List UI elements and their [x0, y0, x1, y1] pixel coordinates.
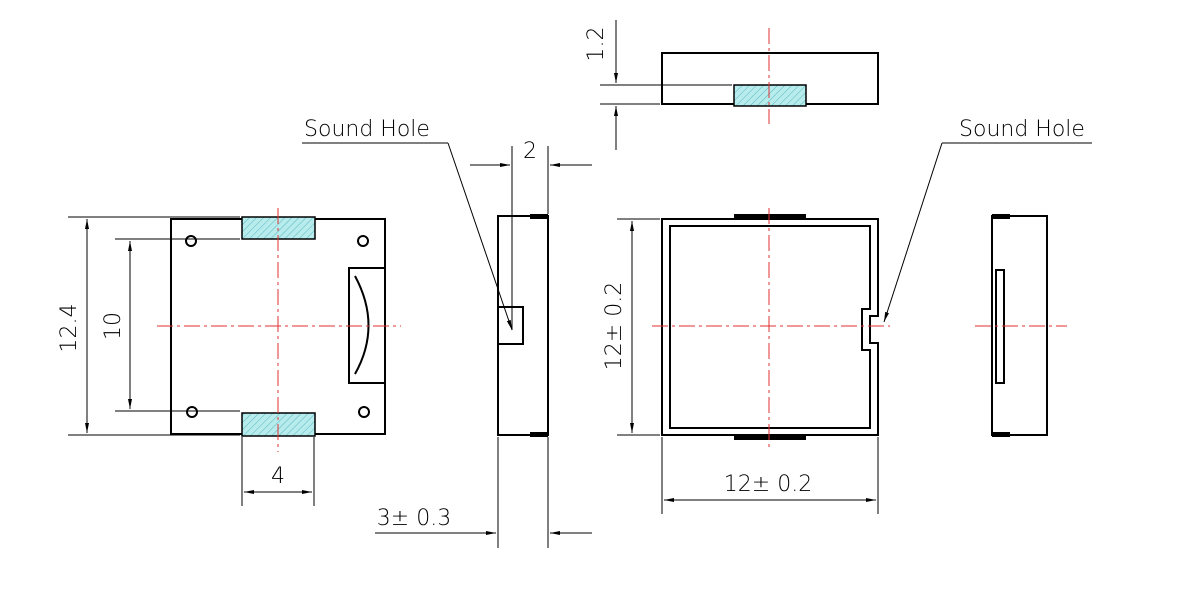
sound-hole-label-left: Sound Hole — [304, 117, 430, 142]
front-view-tab-top — [734, 214, 806, 219]
dim-3: 3± 0.3 — [377, 506, 451, 531]
dim-4: 4 — [271, 464, 285, 489]
dim-10: 10 — [101, 312, 126, 340]
side-slot-arc — [354, 275, 370, 375]
sound-hole-label-right: Sound Hole — [959, 117, 1085, 142]
front-view-outer — [661, 218, 879, 436]
right-side-view-tab-bottom — [992, 432, 1010, 437]
side-view-sound-hole — [497, 306, 524, 345]
dim-2: 2 — [523, 139, 537, 164]
side-view-tab-top — [530, 214, 548, 219]
right-side-view-body — [991, 215, 1048, 436]
side-view-tab-bottom — [530, 432, 548, 437]
mount-hole-top-right — [357, 235, 369, 247]
right-side-view — [975, 214, 1067, 437]
dim-12-horizontal: 12± 0.2 — [724, 472, 812, 497]
callout-leader-left — [447, 142, 513, 331]
callout-leader-right — [883, 142, 943, 323]
dim-12-4: 12.4 — [57, 304, 82, 353]
side-view: 2 3± 0.3 Sound Hole — [302, 117, 592, 548]
front-view-inner — [669, 225, 871, 429]
dim-1-2: 1.2 — [584, 27, 609, 62]
front-view: 12± 0.2 12± 0.2 Sound Hole — [602, 117, 1092, 514]
front-view-tab-bottom — [734, 435, 806, 440]
bottom-view: 12.4 10 4 — [57, 208, 401, 506]
top-view-pad — [733, 84, 807, 107]
right-side-view-tab-top — [992, 214, 1010, 219]
mount-hole-top-left — [185, 235, 197, 247]
mount-hole-bottom-left — [186, 406, 198, 418]
mount-hole-bottom-right — [358, 406, 370, 418]
dim-12-vertical: 12± 0.2 — [602, 282, 627, 370]
top-view: 1.2 — [584, 20, 879, 150]
